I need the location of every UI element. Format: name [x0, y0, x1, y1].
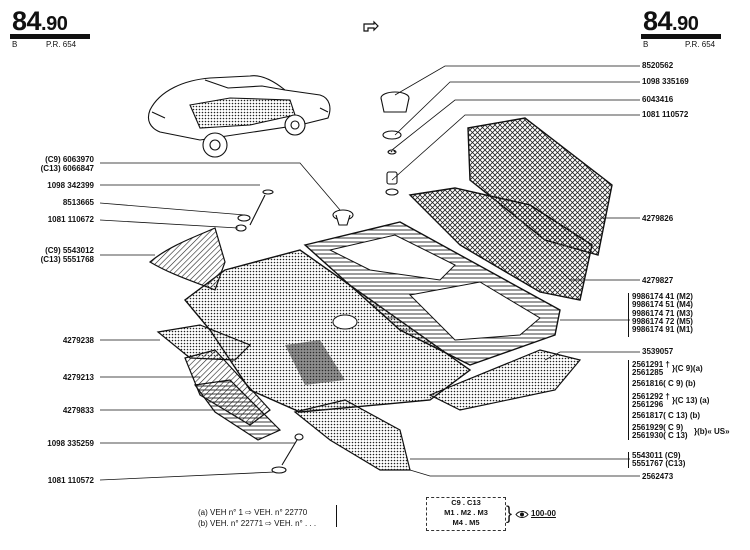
list-item: (C13) 5551768: [40, 255, 94, 264]
vehicle-thumbnail: [147, 75, 331, 158]
page-number-left: 84.90: [12, 6, 68, 36]
page-number-main: 84: [643, 6, 673, 36]
part-number: 2561292: [632, 392, 664, 401]
ref-nut: 1081 110572: [642, 110, 689, 119]
ref-screw-top: 1098 335169: [642, 77, 689, 86]
page-number-main: 84: [12, 6, 42, 36]
left-side-mat: [156, 324, 252, 361]
part-number: 2561291: [632, 360, 664, 369]
eye-icon: [515, 511, 529, 518]
page-number-sub: 90: [677, 13, 699, 35]
list-item: 9986174 41 (M2): [632, 292, 693, 301]
applicability-row: C9 . C13: [451, 498, 481, 507]
applicability-code: 100-00: [531, 509, 556, 518]
legend-divider: [336, 505, 337, 527]
page-number-right: 84.90: [643, 6, 699, 36]
legend-text: VEH. n° 22771 ⇨ VEH. n° . . .: [210, 519, 317, 528]
ref-c-d: 2561817( C 13) (b): [632, 411, 701, 420]
variant-tag: (C 9)(a): [675, 364, 703, 373]
list-item: 2561929( C 9): [632, 423, 684, 432]
section-letter-left: B: [12, 40, 18, 49]
ref-plug: (C9) 6063970 (C13) 6066847: [20, 155, 94, 173]
vehicle-range-legend: (a) VEH n° 1 ⇨ VEH. n° 22770 (b) VEH. n°…: [198, 507, 316, 529]
list-item: 5551767 (C13): [632, 459, 686, 469]
brace-c: }(C 13) (a): [672, 396, 710, 405]
applicability-box: C9 . C13 M1 . M2 . M3 M4 . M5: [426, 497, 506, 531]
list-item: (C9) 6063970: [45, 155, 94, 164]
ref-c-e: 2561929( C 9) 2561930( C 13): [632, 423, 688, 441]
ref-c-c: 2561292 † 2561296: [632, 392, 670, 410]
ref-screw-bottom: 1098 335259: [47, 439, 94, 448]
ref-c-b: 2561816( C 9) (b): [632, 379, 696, 388]
header-rule-left: [10, 34, 90, 39]
list-item: 2561291 †: [632, 360, 670, 369]
dagger-mark: †: [665, 360, 670, 369]
header-rule-right: [641, 34, 721, 39]
dagger-mark: †: [665, 392, 670, 401]
list-item: 2561930( C 13): [632, 431, 688, 441]
applicability-row: M1 . M2 . M3: [444, 508, 488, 517]
bracket-m-group: [628, 293, 629, 337]
bracket-c-group: [628, 360, 629, 440]
ref-washer-left: 8513665: [62, 198, 94, 207]
section-letter-right: B: [643, 40, 649, 49]
ref-washer: 6043416: [642, 95, 674, 104]
wheel-arch-mat: [148, 227, 226, 291]
list-item: 5543011 (C9): [632, 451, 681, 460]
bracket-s-group: [628, 452, 629, 468]
ref-tunnel: 2562473: [642, 472, 674, 481]
variant-tag: (C 13) (a): [675, 396, 710, 405]
legend-text: VEH n° 1 ⇨ VEH. n° 22770: [210, 508, 308, 517]
legend-tag: (a): [198, 508, 208, 517]
legend-row-b: (b) VEH. n° 22771 ⇨ VEH. n° . . .: [198, 518, 316, 529]
ref-tray-list: 9986174 41 (M2) 9986174 51 (M4) 9986174 …: [632, 292, 693, 335]
ref-side-mat: 4279238: [62, 336, 94, 345]
ref-lower-mat: 4279833: [62, 406, 94, 415]
list-item: 9986174 91 (M1): [632, 325, 693, 335]
screw-left: [235, 189, 274, 232]
pr-code-right: P.R. 654: [685, 40, 716, 49]
ref-wheel-arch: (C9) 5543012 (C13) 5551768: [20, 246, 94, 264]
ref-lower-panel: 4279827: [642, 276, 674, 285]
list-item: 2561292 †: [632, 392, 670, 401]
list-item: 9986174 51 (M4): [632, 300, 693, 310]
brace-a: }(C 9)(a): [672, 364, 703, 373]
ref-nut-left: 1081 110672: [47, 215, 94, 224]
rear-side-panel: [428, 349, 582, 411]
hand-pointer-icon: [363, 20, 379, 32]
ref-upper-panel: 4279826: [642, 214, 674, 223]
screw-bottom: [271, 433, 304, 474]
list-item: (C9) 5543012: [45, 246, 94, 255]
list-item: (C13) 6066847: [40, 164, 94, 173]
leader-lines: [99, 65, 640, 481]
ref-front-mat: 4279213: [62, 373, 94, 382]
page-number-dot: .: [672, 13, 678, 35]
list-item: 2561285: [632, 368, 664, 378]
ref-nut-bottom: 1081 110572: [47, 476, 94, 485]
legend-tag: (b): [198, 519, 208, 528]
ref-s-group: 5543011 (C9) 5551767 (C13): [632, 451, 686, 469]
list-item: 9986174 71 (M3): [632, 308, 693, 318]
left-lower-mat: [193, 379, 282, 441]
ref-grommet: 8520562: [642, 61, 674, 70]
ref-c-group: 2561291 † 2561285: [632, 360, 670, 378]
ref-side-sheet: 3539057: [642, 347, 674, 356]
list-item: 2561296: [632, 400, 664, 410]
brace-e: }(b)« US»: [694, 427, 730, 436]
tunnel-cover: [293, 399, 411, 471]
pr-code-left: P.R. 654: [46, 40, 77, 49]
applicability-row: M4 . M5: [452, 518, 480, 527]
legend-row-a: (a) VEH n° 1 ⇨ VEH. n° 22770: [198, 507, 316, 518]
page-number-sub: 90: [46, 13, 68, 35]
list-item: 9986174 72 (M5): [632, 316, 693, 326]
plug-left: [332, 209, 354, 226]
ref-screw-left: 1098 342399: [47, 181, 94, 190]
variant-tag: (b)« US»: [697, 427, 730, 436]
brace-applicability: }: [506, 503, 513, 523]
rear-panel-lower: [408, 187, 593, 301]
page-number-dot: .: [41, 13, 47, 35]
rear-panel-upper: [467, 117, 613, 256]
grommet-top: [380, 91, 410, 196]
